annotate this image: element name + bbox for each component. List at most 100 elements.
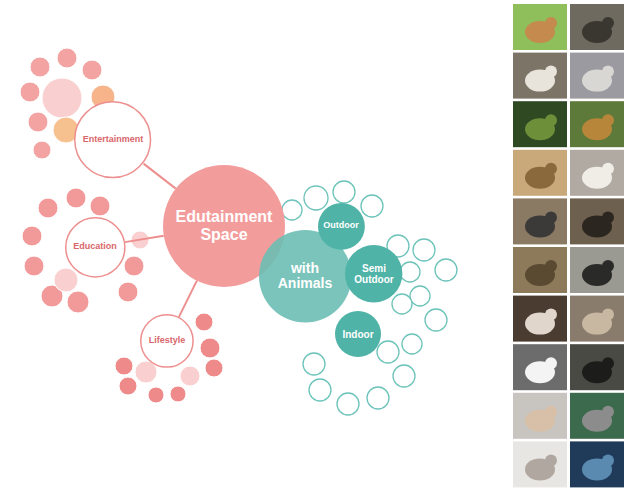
topic-dot [22, 226, 42, 246]
space-dot [413, 239, 435, 261]
photo-ground [513, 4, 567, 50]
space-dot [410, 286, 430, 306]
photo-ground [513, 247, 567, 293]
photo-ground [513, 150, 567, 196]
photo-animal-head [602, 454, 614, 466]
photo-animal-head [545, 309, 557, 321]
topic-dot [24, 256, 44, 276]
animal-photo [570, 4, 624, 50]
bubble-node: Lifestyle [140, 314, 194, 368]
animal-photo [513, 150, 567, 196]
animal-photo [570, 441, 624, 487]
bubble-label: Indoor [342, 329, 373, 340]
space-dot [303, 353, 325, 375]
photo-animal-head [545, 406, 557, 418]
space-dot [367, 387, 389, 409]
bubble-node: Indoor [335, 311, 381, 357]
photo-ground [513, 344, 567, 390]
space-dot [393, 365, 415, 387]
animal-photo [570, 344, 624, 390]
animal-photo [513, 393, 567, 439]
topic-dot [28, 112, 48, 132]
animal-photo [513, 296, 567, 342]
animal-photo [570, 198, 624, 244]
photo-animal-head [545, 357, 557, 369]
bubble-node: Outdoor [318, 203, 365, 250]
animal-photo [513, 441, 567, 487]
bubble-circle [75, 102, 151, 178]
photo-animal-head [602, 309, 614, 321]
photo-ground [570, 4, 624, 50]
space-dot [402, 334, 422, 354]
animal-photo [513, 247, 567, 293]
photo-animal-head [545, 17, 557, 29]
topic-dot [54, 268, 78, 292]
topic-dot [42, 78, 82, 118]
topic-dot [20, 82, 40, 102]
topic-dot [170, 386, 186, 402]
photo-ground [513, 441, 567, 487]
bubble-label: Education [73, 242, 117, 252]
space-dot [400, 262, 420, 282]
topic-dot [195, 313, 213, 331]
photo-animal-head [545, 114, 557, 126]
photo-animal-head [545, 260, 557, 272]
photo-ground [570, 198, 624, 244]
bubble-label: Lifestyle [149, 336, 186, 346]
topic-dot [66, 188, 86, 208]
topic-dot [38, 198, 58, 218]
topic-dot [30, 57, 50, 77]
bubble-node: Entertainment [74, 101, 151, 178]
bubble-circle [65, 217, 124, 276]
photo-animal-head [602, 406, 614, 418]
topic-dot [57, 48, 77, 68]
photo-ground [513, 296, 567, 342]
photo-ground [570, 344, 624, 390]
topic-dot [33, 141, 51, 159]
animal-photo [570, 247, 624, 293]
bubble-node: Education [65, 217, 126, 278]
photo-animal-head [602, 163, 614, 175]
bubble-circle [141, 315, 193, 367]
photo-ground [570, 296, 624, 342]
topic-dot [90, 196, 110, 216]
photo-animal-head [602, 66, 614, 78]
topic-dot [119, 377, 137, 395]
space-dot [337, 393, 359, 415]
topic-dot [118, 282, 138, 302]
photo-animal-head [545, 163, 557, 175]
bubble-circle [345, 245, 402, 302]
animal-photo [570, 101, 624, 147]
space-dot [333, 181, 355, 203]
photo-ground [513, 393, 567, 439]
bubble-node: Semi Outdoor [345, 245, 402, 302]
space-dot [435, 259, 457, 281]
animal-photo [513, 4, 567, 50]
topic-dot [180, 366, 200, 386]
photo-ground [570, 53, 624, 99]
topic-dot [124, 256, 144, 276]
photo-ground [513, 53, 567, 99]
photo-ground [570, 101, 624, 147]
bubble-label: Semi Outdoor [353, 263, 395, 285]
photo-animal-head [545, 454, 557, 466]
space-dot [392, 294, 412, 314]
photo-animal-head [545, 66, 557, 78]
photo-animal-head [602, 260, 614, 272]
animal-photo [570, 53, 624, 99]
photo-ground [570, 247, 624, 293]
animal-photo [513, 198, 567, 244]
branch-line [125, 236, 164, 242]
animal-photo [570, 296, 624, 342]
animal-photo [513, 344, 567, 390]
space-dot [425, 309, 447, 331]
photo-ground [570, 150, 624, 196]
photo-ground [513, 101, 567, 147]
topic-dot [205, 359, 223, 377]
space-dot [304, 186, 328, 210]
bubble-label: Outdoor [323, 221, 359, 231]
topic-dot [67, 291, 89, 313]
space-dot [282, 200, 302, 220]
space-dot [377, 341, 399, 363]
branch-line [179, 281, 197, 317]
